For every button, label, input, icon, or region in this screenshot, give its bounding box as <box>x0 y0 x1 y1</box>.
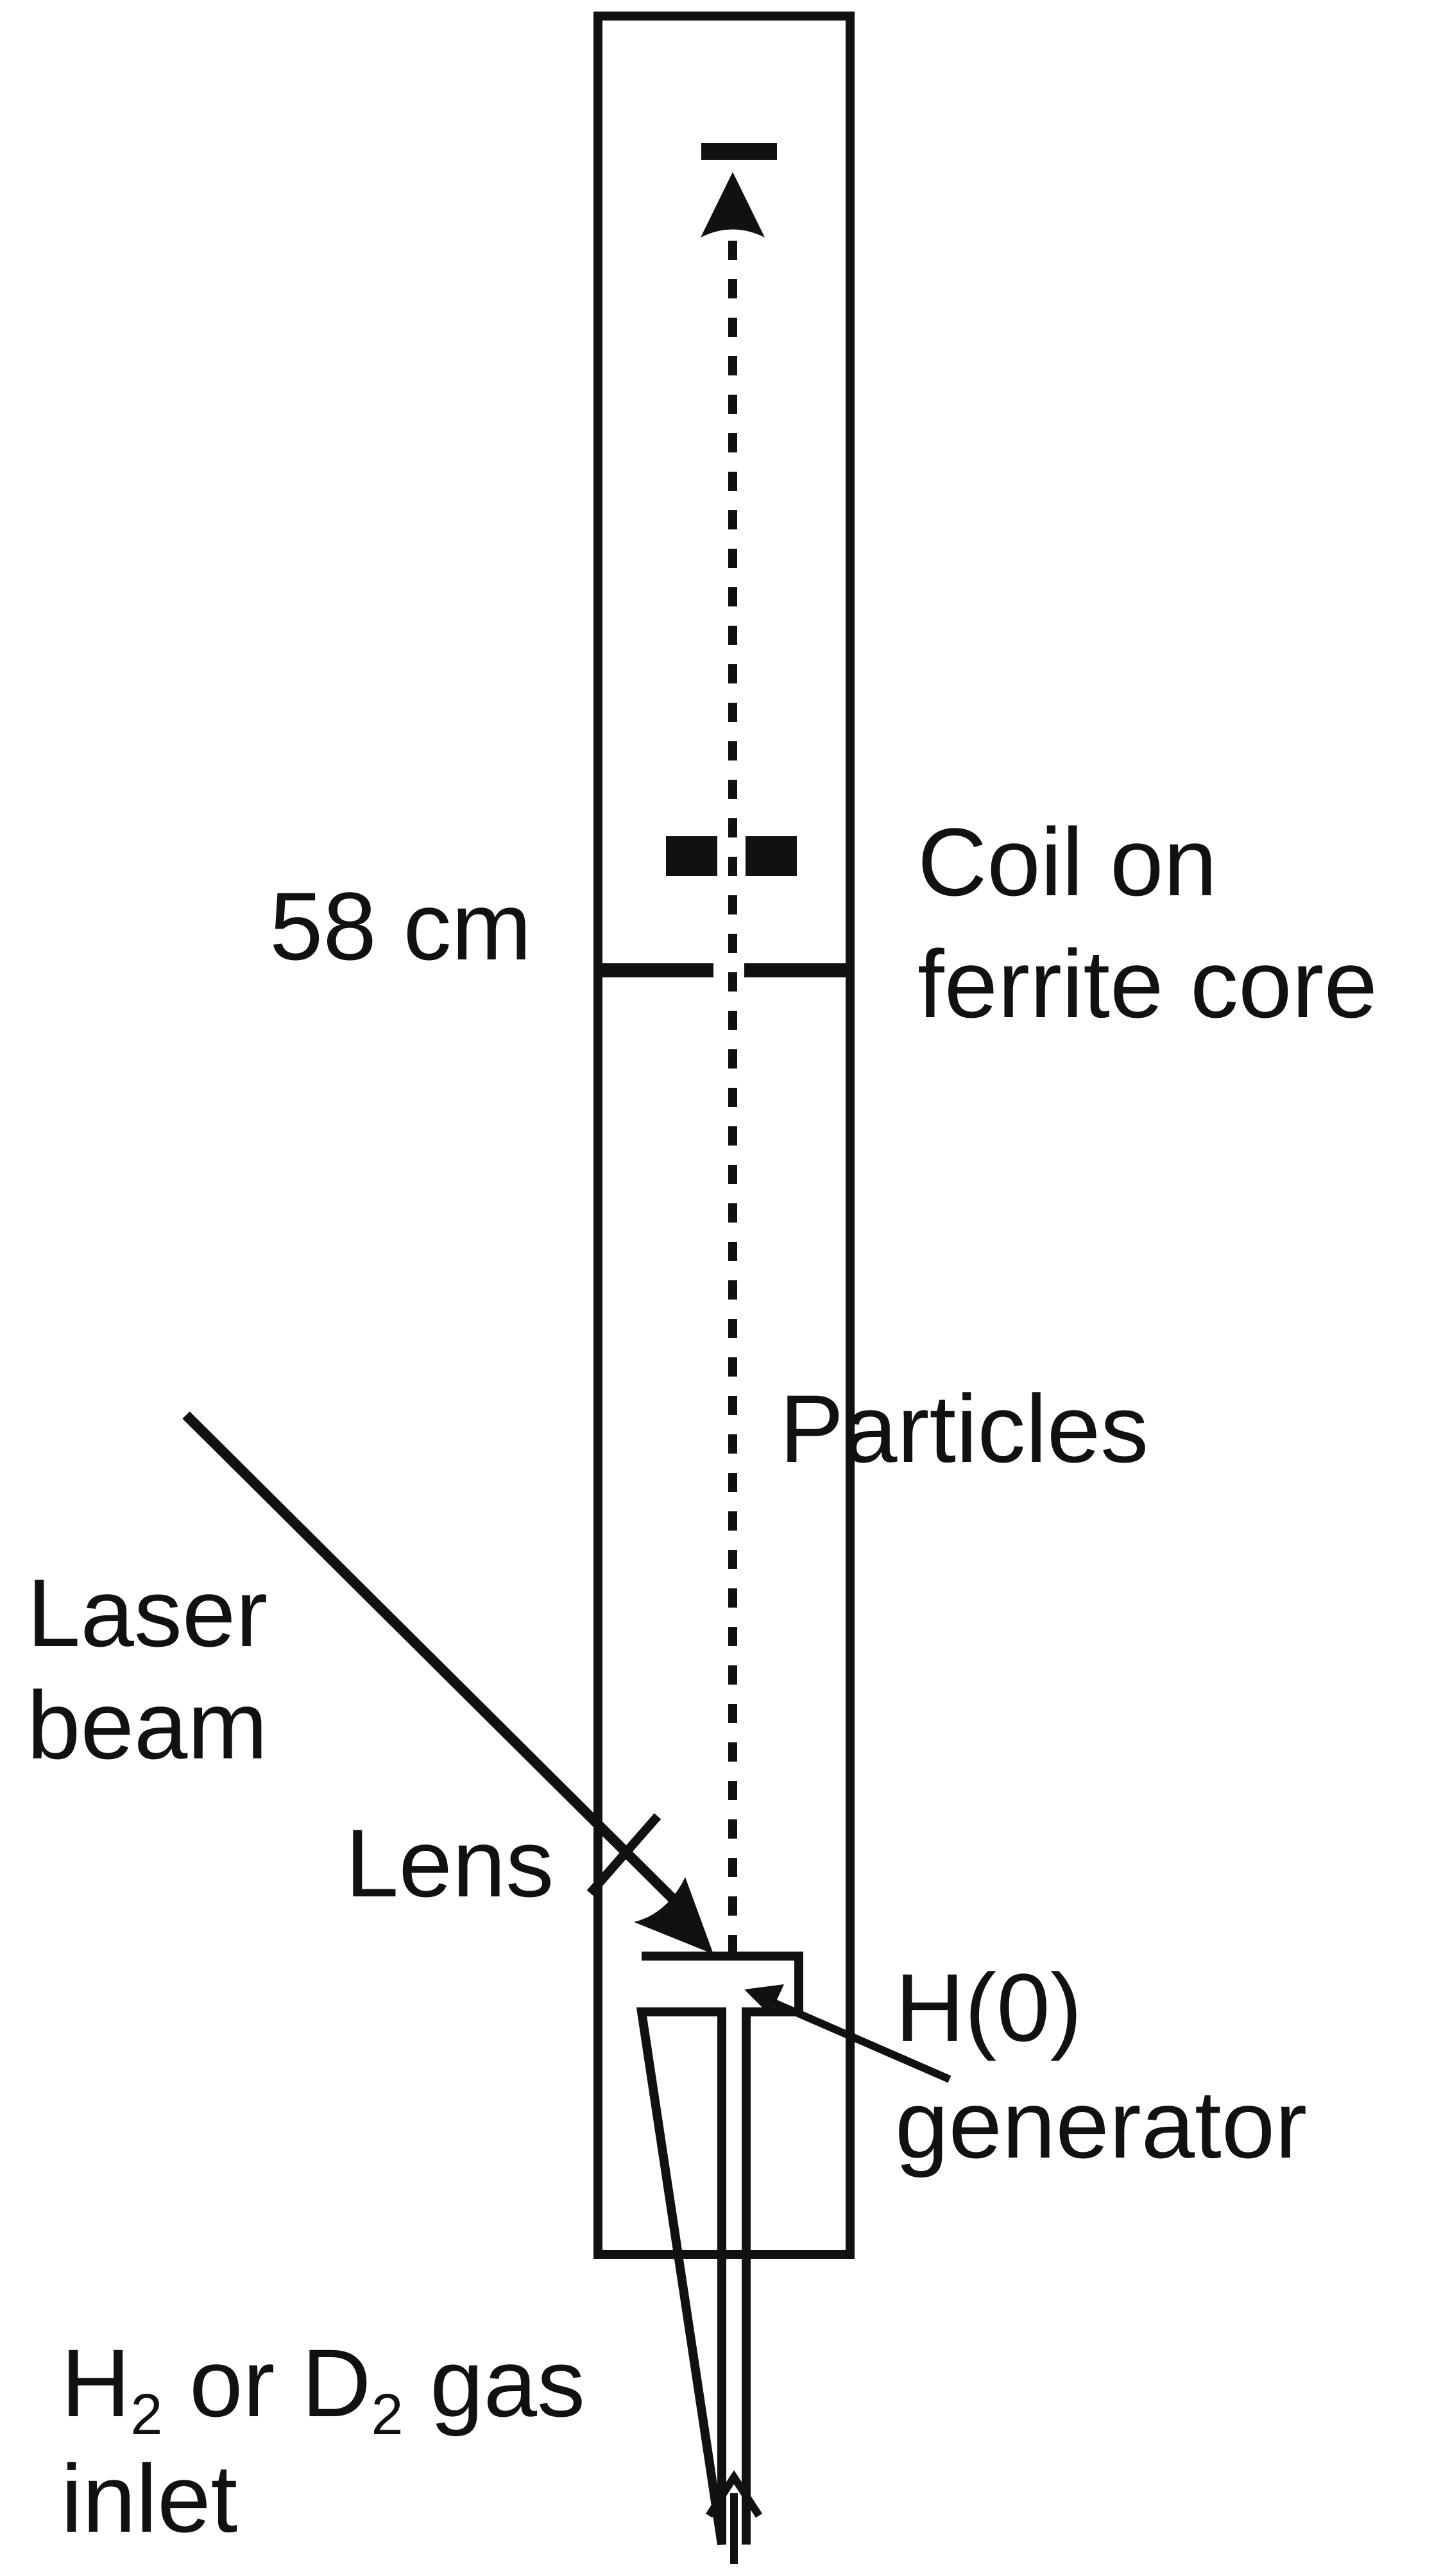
generator-pointer <box>744 1984 951 2083</box>
gas-h-subscript: 2 <box>130 2383 162 2447</box>
coil-blocks <box>666 836 797 876</box>
particles-label: Particles <box>780 1375 1148 1482</box>
generator-pointer-arrowhead-icon <box>744 1984 784 2015</box>
coil-label-line1: Coil on <box>917 808 1217 916</box>
gas-inlet-label-line2: inlet <box>61 2444 237 2552</box>
laser-label-line1: Laser <box>27 1559 268 1667</box>
chamber-outline <box>593 12 855 2259</box>
gas-or-d: or D <box>162 2329 371 2437</box>
laser-label-line2: beam <box>27 1671 268 1779</box>
gas-h: H <box>61 2329 130 2437</box>
lens-label: Lens <box>345 1809 554 1917</box>
gas-inlet-arrow-icon <box>705 2469 763 2564</box>
generator-label-line1: H(0) <box>895 1953 1082 2061</box>
particle-arrowhead-icon <box>701 172 765 237</box>
gas-inlet-label-line1: H2 or D2 gas <box>61 2329 585 2447</box>
gas-d-subscript: 2 <box>371 2383 403 2447</box>
gas-rest: gas <box>404 2329 586 2437</box>
generator-label-line2: generator <box>895 2070 1307 2178</box>
lens-mark <box>586 1813 661 1896</box>
laser-arrowhead-icon <box>634 1877 713 1954</box>
detector-bar <box>701 143 777 160</box>
distance-label: 58 cm <box>269 872 531 980</box>
coil-label-line2: ferrite core <box>917 930 1378 1038</box>
laser-beam <box>182 1411 713 1954</box>
